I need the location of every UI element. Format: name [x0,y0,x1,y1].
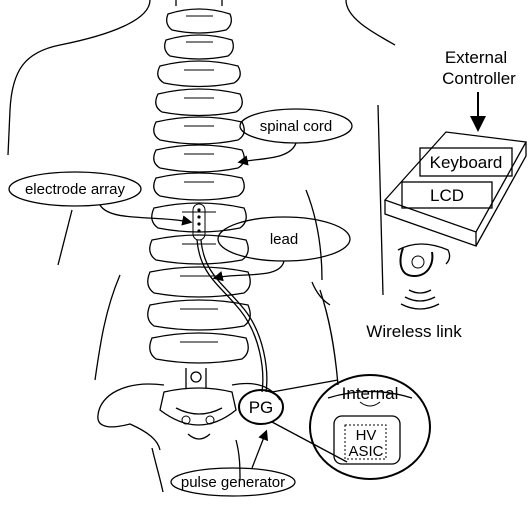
vertebra [154,145,245,172]
callout-lead: lead [215,217,350,278]
vertebra [150,333,249,363]
vertebra [154,117,245,144]
sacrum [160,388,236,439]
vertebra [167,9,232,33]
callout-pulse-generator: pulse generator [171,432,295,496]
vertebra [154,173,245,200]
vertebra [148,267,251,297]
callout-spinal-cord: spinal cord [240,109,352,162]
asic-chip: HV ASIC [345,425,386,460]
coil-icon [398,244,450,276]
spinal-cord-label: spinal cord [260,118,333,135]
lcd-label: LCD [430,186,464,205]
vertebra [165,35,234,59]
electrode-array-label: electrode array [25,181,126,198]
asic-label: ASIC [348,443,383,460]
external-label: External [445,48,507,67]
internal-zoom: Internal HV ASIC [272,375,430,479]
wireless-link-label: Wireless link [366,322,462,341]
lcd-panel: LCD [402,182,492,208]
wireless-waves-icon [401,290,439,309]
controller-device: Keyboard LCD [385,132,526,246]
keyboard-panel: Keyboard [420,148,512,176]
spinal-canal-ring [186,368,206,388]
lead-wire [197,240,267,392]
lead-label: lead [270,231,298,248]
internal-label: Internal [342,384,399,403]
keyboard-label: Keyboard [430,153,503,172]
controller-label: Controller [442,69,516,88]
hv-label: HV [356,427,377,444]
vertebra [158,61,241,87]
pulse-generator: PG [239,390,283,424]
pg-label: PG [249,398,274,417]
external-controller: External Controller Keyboard LCD [366,48,526,341]
pulse-generator-label: pulse generator [181,474,285,491]
vertebra [156,89,243,116]
